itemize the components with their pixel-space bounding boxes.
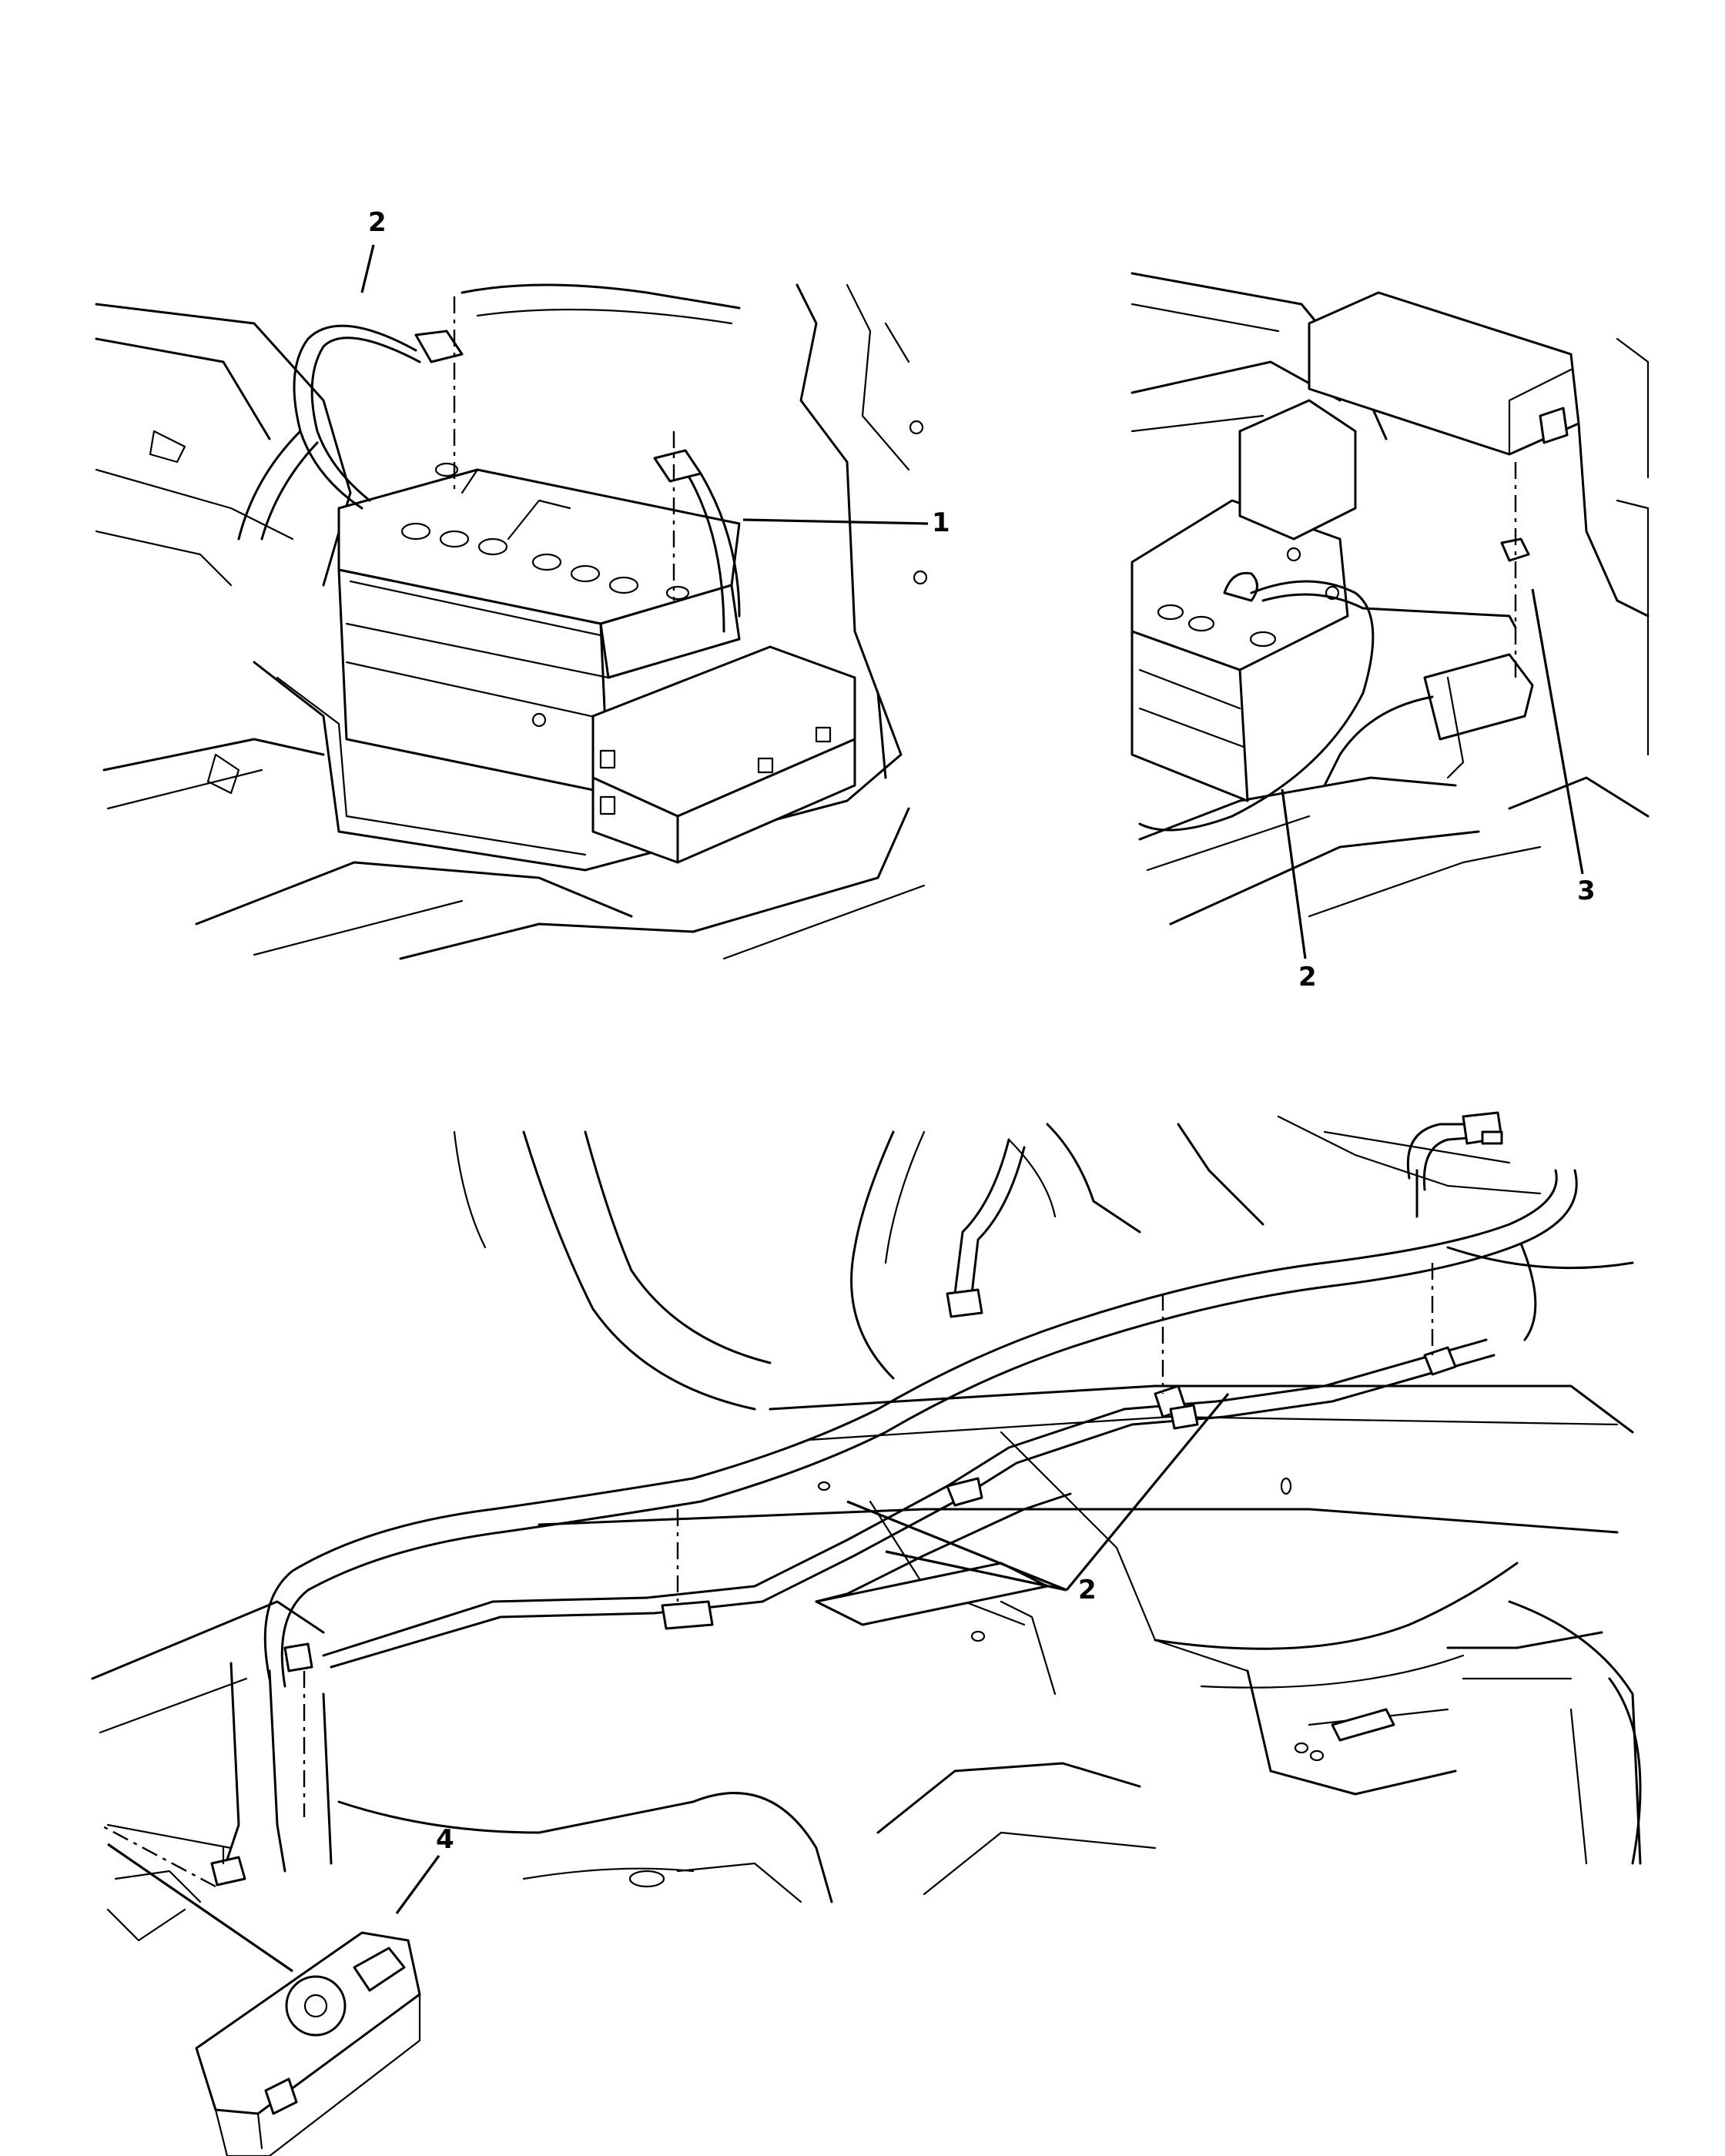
leader-2-top-left: [360, 244, 375, 293]
ground-strap-detail: [195, 1931, 421, 2156]
leader-ground-bolt: [107, 1843, 293, 1973]
leader-2-bottom-c: [846, 1500, 1067, 1592]
leader-3-top-right: [1531, 588, 1584, 875]
callout-2-top-left: 2: [368, 207, 387, 238]
ground-strap-view: [1130, 272, 1650, 926]
leader-2-top-right: [1281, 788, 1307, 959]
callout-2-top-right: 2: [1298, 962, 1317, 993]
leader-2-bottom-a: [1065, 1392, 1230, 1592]
callout-4-bottom: 4: [436, 1824, 454, 1855]
callout-2-bottom: 2: [1078, 1575, 1097, 1605]
leader-1-top-left: [742, 518, 929, 525]
underbody-routing-view: [91, 1111, 1642, 1942]
callout-1-top-left: 1: [932, 507, 950, 538]
battery-compartment-view: [95, 283, 928, 960]
callout-3-top-right: 3: [1577, 875, 1596, 906]
leader-4-bottom: [395, 1855, 440, 1914]
leader-2-bottom-b: [885, 1550, 1067, 1592]
